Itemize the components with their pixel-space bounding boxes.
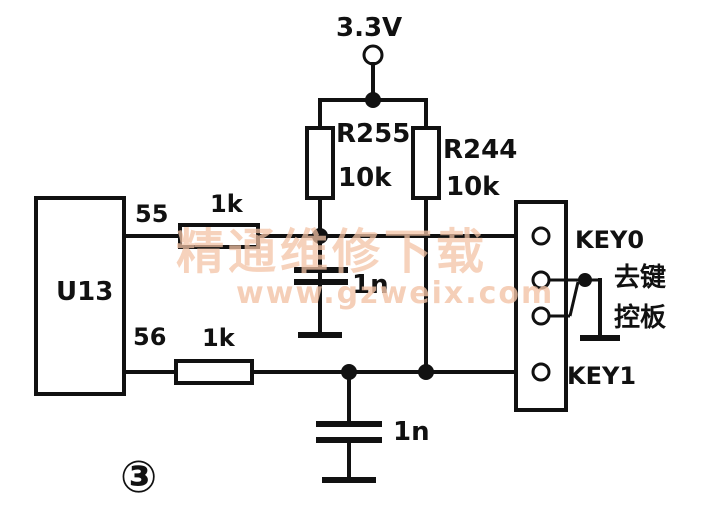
watermark-cn: 精通维修下载 [176, 224, 488, 280]
connector-pin-key0 [531, 226, 551, 246]
connector-note-line2: 控板 [614, 303, 666, 333]
key1-label: KEY1 [567, 362, 636, 390]
key1-r244-junction [418, 364, 434, 380]
r244-name: R244 [443, 135, 517, 165]
key0-junction [312, 228, 328, 244]
pin-56-label: 56 [133, 323, 166, 351]
supply-label: 3.3V [336, 13, 402, 43]
ic-label: U13 [56, 277, 113, 307]
resistor-bottom-series [174, 359, 254, 385]
key0-label: KEY0 [575, 226, 644, 254]
ic-u13 [34, 196, 126, 396]
resistor-r255 [305, 126, 335, 200]
connector-note-line1: 去键 [614, 262, 666, 293]
r255-value: 10k [338, 163, 392, 193]
strap-pin3-b [568, 281, 580, 317]
connector-pin-key1 [531, 362, 551, 382]
cap-bottom-value: 1n [393, 417, 430, 447]
cap-top-value: 1n [352, 270, 389, 300]
r244-value: 10k [446, 172, 500, 202]
resistor-bottom-series-value: 1k [202, 324, 236, 352]
watermark-url: www.gzweix.com [236, 276, 554, 311]
r255-name: R255 [336, 119, 410, 149]
pin-55-label: 55 [135, 200, 168, 228]
supply-terminal [362, 44, 384, 66]
resistor-top-series-value: 1k [210, 190, 244, 218]
resistor-r244 [411, 126, 441, 200]
supply-junction [365, 92, 381, 108]
figure-number: ③ [120, 452, 157, 503]
